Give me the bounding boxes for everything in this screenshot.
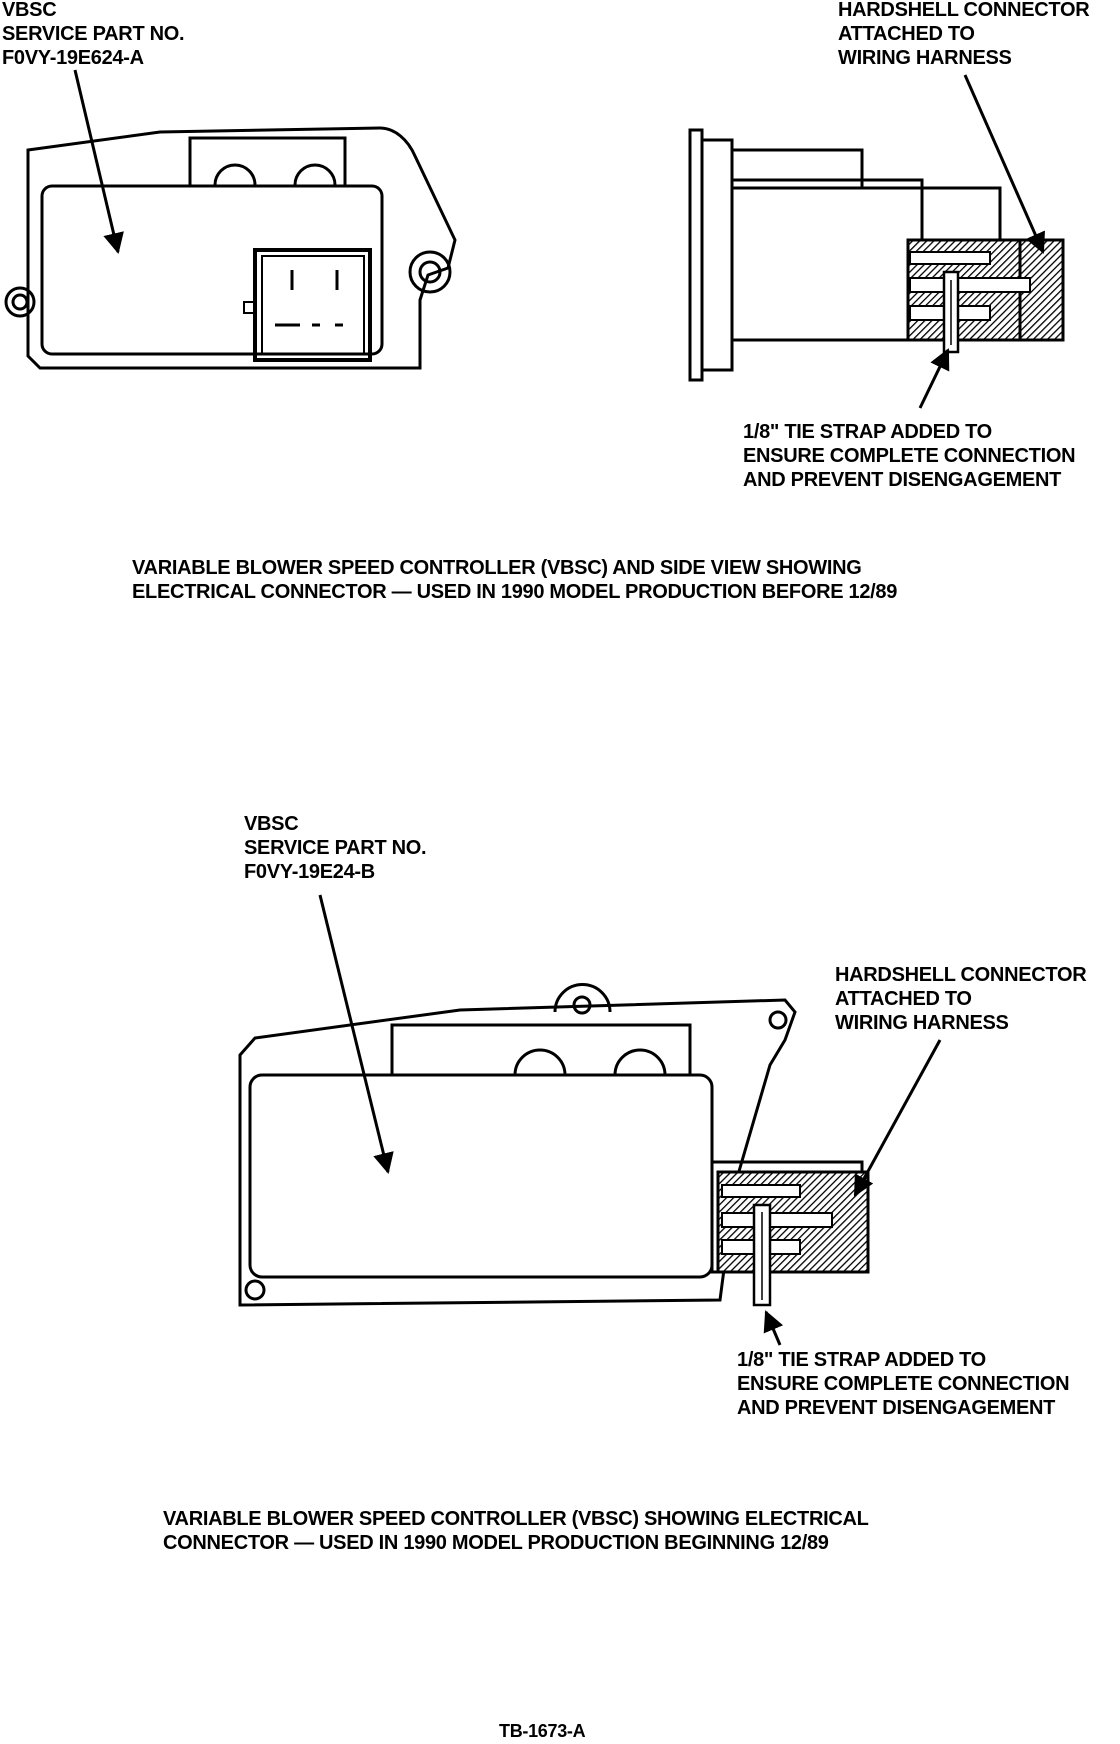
label-line: ATTACHED TO bbox=[835, 988, 972, 1010]
connector-label-bottom: HARDSHELL CONNECTOR ATTACHED TO WIRING H… bbox=[835, 963, 1087, 1035]
caption-line: ELECTRICAL CONNECTOR — USED IN 1990 MODE… bbox=[132, 581, 898, 603]
label-line: WIRING HARNESS bbox=[835, 1012, 1009, 1034]
label-line: F0VY-19E24-B bbox=[244, 861, 375, 883]
label-line: AND PREVENT DISENGAGEMENT bbox=[743, 469, 1062, 491]
caption-bottom: VARIABLE BLOWER SPEED CONTROLLER (VBSC) … bbox=[163, 1507, 869, 1555]
vbsc-side-view-top bbox=[688, 128, 1065, 382]
caption-top: VARIABLE BLOWER SPEED CONTROLLER (VBSC) … bbox=[132, 556, 897, 604]
vbsc-view-bottom bbox=[238, 983, 870, 1307]
label-line: HARDSHELL CONNECTOR bbox=[838, 0, 1090, 21]
label-line: 1/8" TIE STRAP ADDED TO bbox=[737, 1349, 986, 1371]
label-line: HARDSHELL CONNECTOR bbox=[835, 964, 1087, 986]
tie-strap-label-bottom: 1/8" TIE STRAP ADDED TO ENSURE COMPLETE … bbox=[737, 1348, 1070, 1420]
leader-lines-top bbox=[73, 69, 1045, 409]
part-number-label-bottom: VBSC SERVICE PART NO. F0VY-19E24-B bbox=[244, 812, 427, 884]
label-line: ENSURE COMPLETE CONNECTION bbox=[743, 445, 1076, 467]
label-line: ENSURE COMPLETE CONNECTION bbox=[737, 1373, 1070, 1395]
label-line: VBSC bbox=[244, 813, 299, 835]
label-line: SERVICE PART NO. bbox=[244, 837, 427, 859]
leader-lines-bottom bbox=[318, 894, 942, 1346]
caption-line: VARIABLE BLOWER SPEED CONTROLLER (VBSC) … bbox=[163, 1508, 869, 1530]
label-line: ATTACHED TO bbox=[838, 23, 975, 45]
tie-strap-label-top: 1/8" TIE STRAP ADDED TO ENSURE COMPLETE … bbox=[743, 420, 1076, 492]
label-line: SERVICE PART NO. bbox=[2, 23, 185, 45]
label-line: VBSC bbox=[2, 0, 57, 21]
part-number-label-top: VBSC SERVICE PART NO. F0VY-19E624-A bbox=[2, 0, 185, 70]
connector-label-top: HARDSHELL CONNECTOR ATTACHED TO WIRING H… bbox=[838, 0, 1090, 70]
label-line: WIRING HARNESS bbox=[838, 47, 1012, 69]
label-line: AND PREVENT DISENGAGEMENT bbox=[737, 1397, 1056, 1419]
caption-line: CONNECTOR — USED IN 1990 MODEL PRODUCTIO… bbox=[163, 1532, 829, 1554]
caption-line: VARIABLE BLOWER SPEED CONTROLLER (VBSC) … bbox=[132, 557, 862, 579]
vbsc-front-view-top bbox=[4, 126, 457, 370]
label-line: 1/8" TIE STRAP ADDED TO bbox=[743, 421, 992, 443]
label-line: F0VY-19E624-A bbox=[2, 47, 144, 69]
figure-number: TB-1673-A bbox=[499, 1721, 586, 1741]
